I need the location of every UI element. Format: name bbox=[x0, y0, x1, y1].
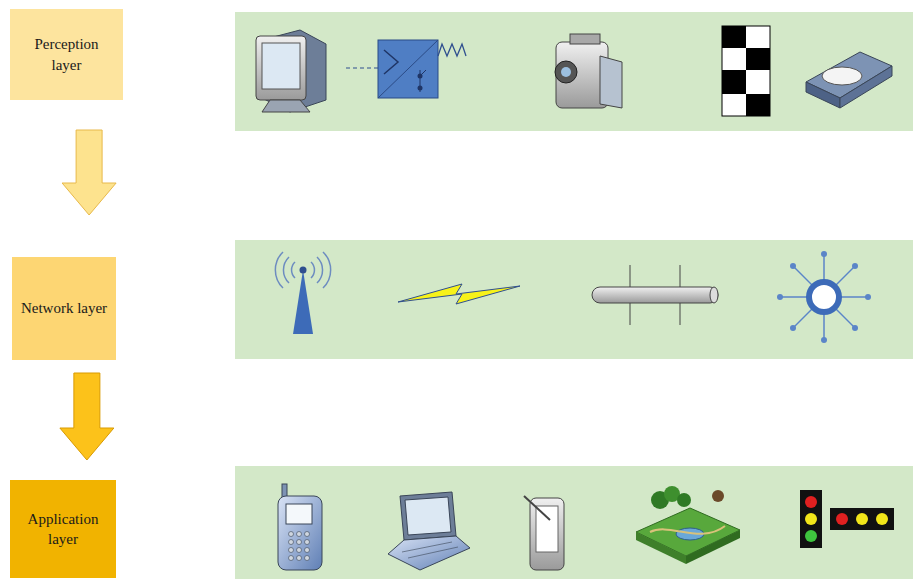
map-icon bbox=[636, 486, 740, 564]
antenna-icon bbox=[275, 252, 330, 334]
laptop-icon bbox=[388, 492, 470, 570]
sensor-pattern-icon bbox=[722, 26, 770, 116]
camera-icon bbox=[555, 34, 622, 108]
drive-icon bbox=[806, 52, 892, 108]
layer-box: Perception layer bbox=[10, 9, 123, 100]
layer-box: Network layer bbox=[12, 257, 116, 360]
monitor-icon bbox=[256, 30, 326, 112]
layer-label: Network layer bbox=[13, 298, 115, 318]
flow-arrow bbox=[62, 130, 116, 215]
phone-icon bbox=[278, 484, 322, 570]
layer-label: Perception layer bbox=[10, 34, 123, 75]
bus-icon bbox=[592, 265, 718, 325]
traffic-light-icon bbox=[800, 490, 894, 548]
flow-arrow bbox=[60, 373, 114, 460]
device-panel bbox=[235, 12, 913, 131]
layer-label: Application layer bbox=[10, 509, 116, 550]
device-panel bbox=[235, 466, 913, 579]
device-panel bbox=[235, 240, 913, 359]
hub-icon bbox=[777, 251, 871, 343]
pda-icon bbox=[524, 496, 564, 570]
converter-icon bbox=[346, 40, 466, 98]
wireless-link-icon bbox=[398, 284, 520, 304]
layer-box: Application layer bbox=[10, 480, 116, 578]
